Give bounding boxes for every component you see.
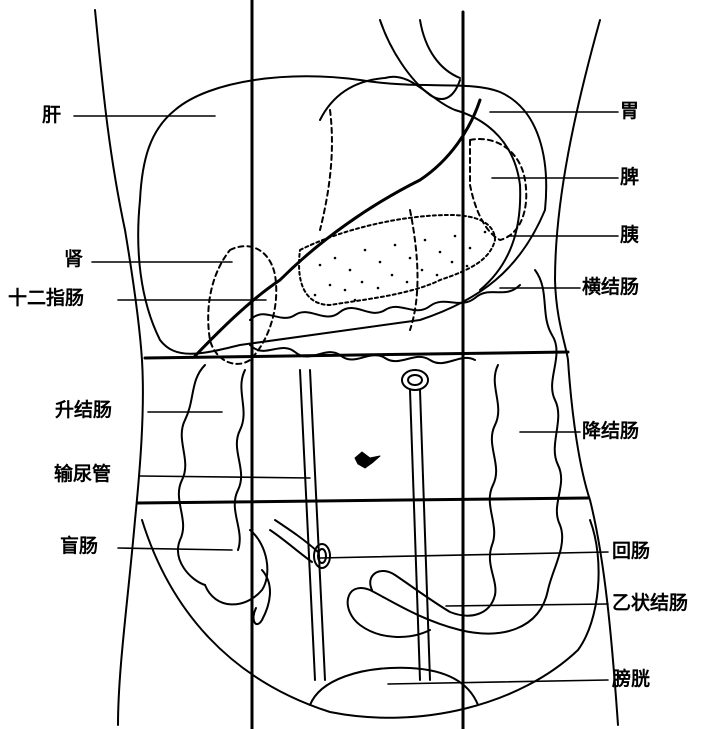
label-ascending-colon: 升结肠: [55, 401, 112, 420]
liver-edge: [195, 100, 480, 356]
stomach-outline: [320, 77, 520, 290]
horizontal-line-upper: [145, 352, 568, 358]
label-ureter: 输尿管: [54, 465, 111, 484]
leader-cecum: [118, 548, 232, 550]
leader-bladder: [388, 680, 608, 684]
label-stomach: 胃: [620, 102, 639, 121]
label-pancreas: 胰: [620, 226, 639, 245]
label-descending-colon: 降结肠: [582, 422, 639, 441]
pancreas-outline: [299, 215, 495, 305]
ileum-end: [314, 544, 330, 568]
ascending-colon-outer: [178, 365, 205, 585]
kidney-outline: [208, 246, 276, 364]
label-ileum: 回肠: [612, 542, 650, 561]
label-kidney: 肾: [64, 250, 83, 269]
leader-lines: [74, 112, 618, 684]
torso-right-outline: [555, 20, 618, 725]
leader-ureter: [140, 476, 310, 478]
liver-outline: [138, 76, 546, 354]
label-bladder: 膀胱: [612, 670, 650, 689]
stomach-dashed: [320, 110, 418, 330]
pancreas-stipple: [314, 231, 487, 302]
ascending-colon-inner: [235, 370, 245, 550]
ureter-cross-section-inner: [408, 375, 422, 385]
label-spleen: 脾: [620, 168, 639, 187]
horizontal-line-lower: [138, 498, 588, 503]
label-cecum: 盲肠: [60, 537, 98, 556]
ileum-tube: [270, 520, 318, 562]
esophagus-2: [420, 20, 460, 78]
ureter-left: [300, 370, 325, 680]
sigmoid-colon: [348, 588, 548, 637]
cecum: [205, 530, 267, 604]
leader-sigmoid-colon: [446, 604, 608, 606]
label-duodenum: 十二指肠: [8, 289, 84, 308]
umbilicus: [355, 452, 380, 468]
label-liver: 肝: [42, 106, 61, 125]
label-sigmoid-colon: 乙状结肠: [612, 594, 688, 613]
label-transverse-colon: 横结肠: [582, 278, 639, 297]
sigmoid-colon-inner: [370, 571, 495, 616]
bladder-outline: [310, 668, 478, 705]
ureter-cross-section: [402, 370, 428, 390]
descending-colon-inner: [490, 365, 499, 595]
torso-left-outline: [95, 10, 143, 725]
esophagus: [380, 20, 460, 99]
